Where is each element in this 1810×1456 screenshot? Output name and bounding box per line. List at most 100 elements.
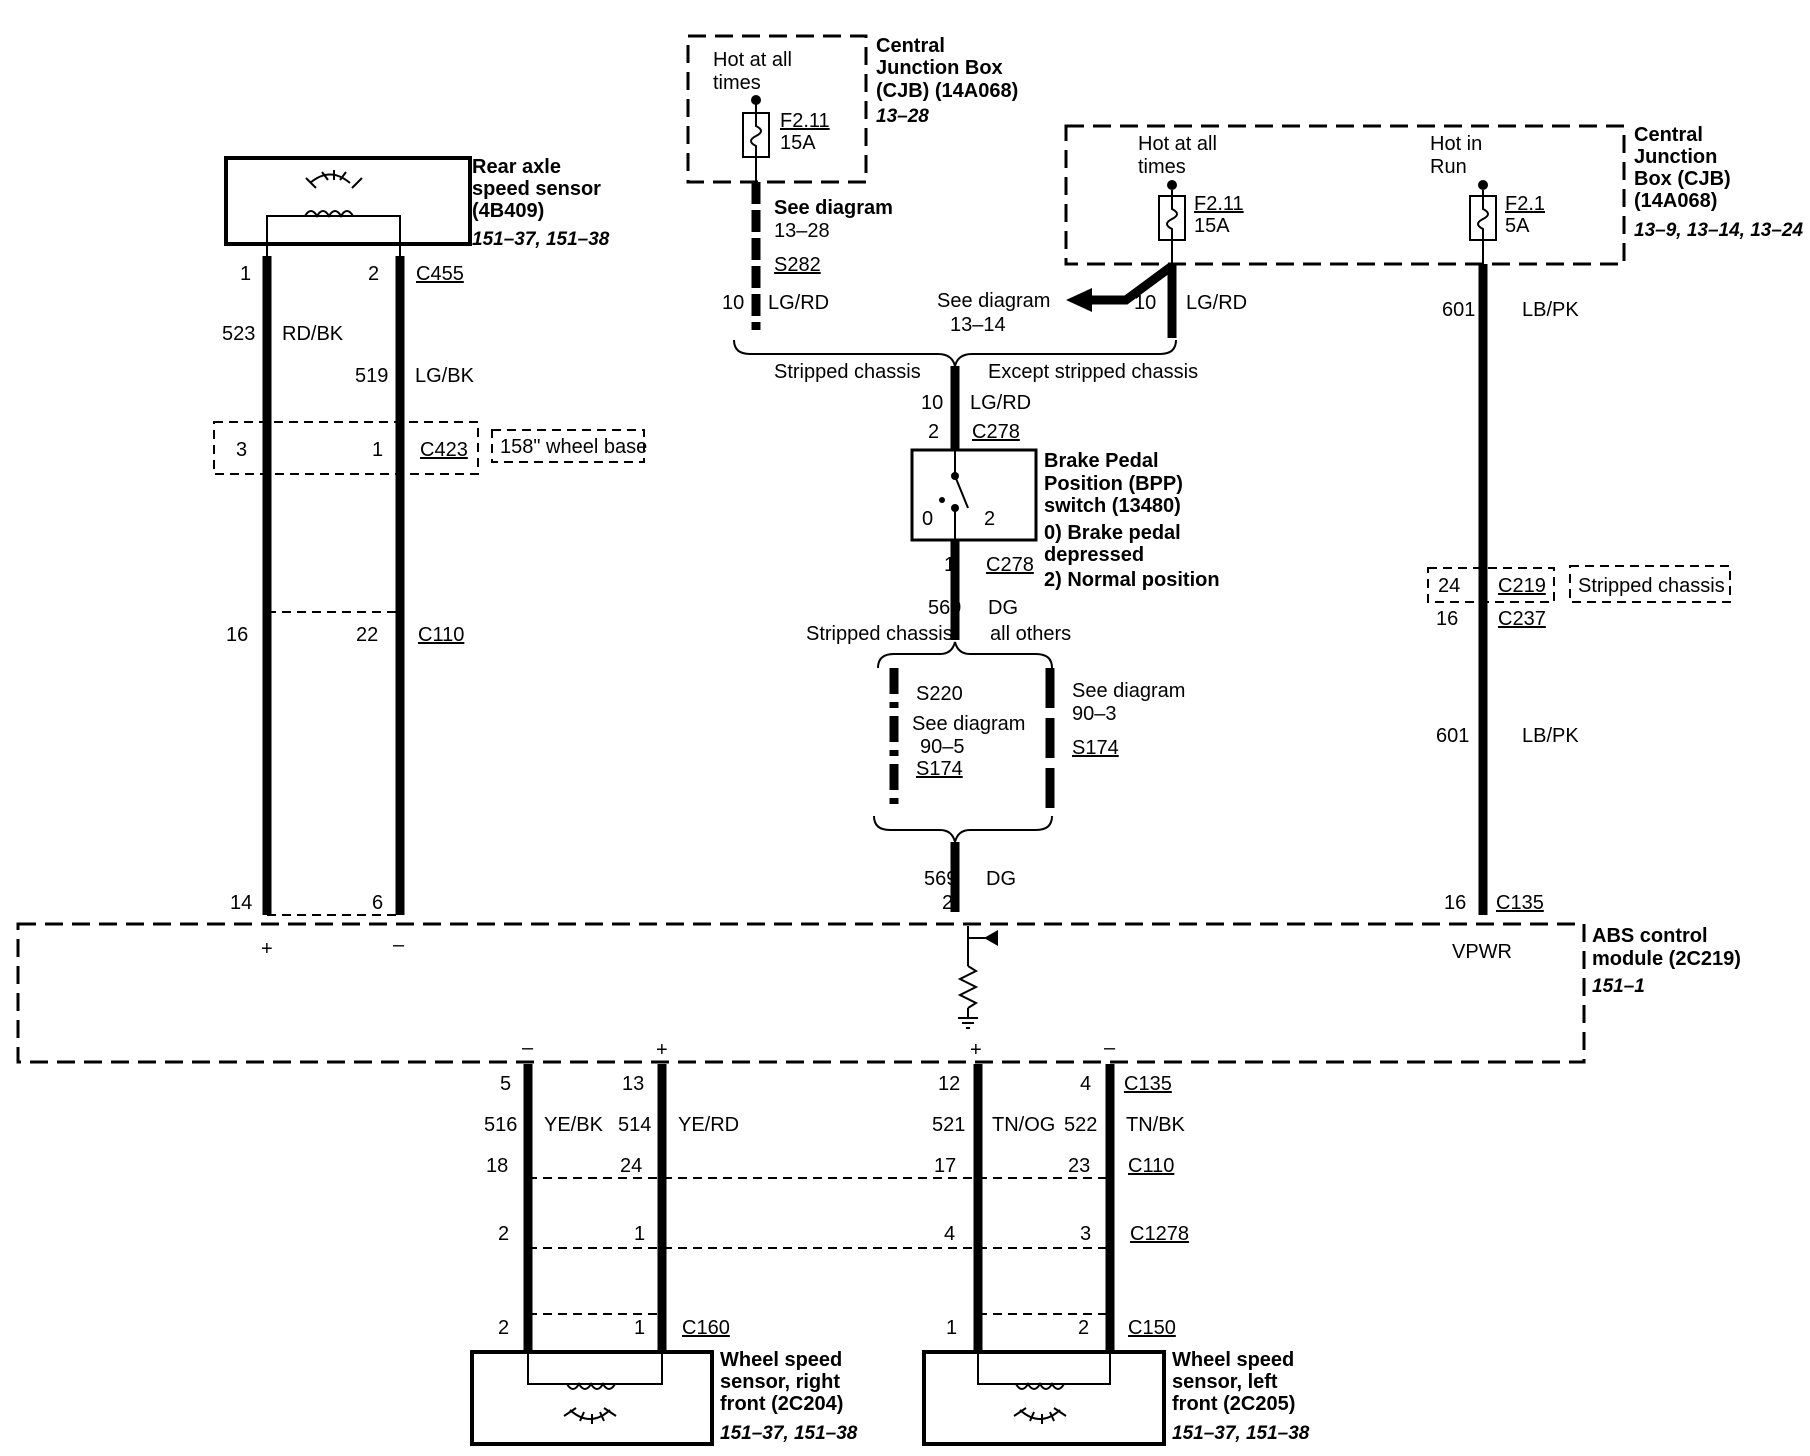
cjb-top-title-2: Junction Box	[876, 57, 1003, 79]
front-col514: YE/RD	[678, 1114, 739, 1136]
input-arrow-icon	[984, 930, 998, 946]
except-see-2: 13–14	[950, 314, 1006, 336]
rear-sensor-group: Rear axle speed sensor (4B409) 151–37, 1…	[213, 156, 647, 960]
rf-title-1: Wheel speed	[720, 1349, 842, 1371]
abs-rear-a: 14	[230, 892, 252, 914]
branch1-right: Except stripped chassis	[988, 361, 1198, 383]
splice-s282: S282	[774, 254, 821, 276]
abs-title-2: module (2C219)	[1592, 948, 1741, 970]
cjb-top-box	[686, 34, 868, 184]
rf-title-2: sensor, right	[720, 1371, 840, 1393]
cjb-top-group: Hot at all times Central Junction Box (C…	[686, 34, 1018, 330]
c423-connector-box	[213, 421, 479, 475]
branch2-see-right-1: See diagram	[1072, 680, 1185, 702]
rf-sensor-box	[470, 1350, 714, 1446]
cjb-right-title-3: Box (CJB)	[1634, 168, 1731, 190]
bpp-switch-group: 10 LG/RD 2 C278 0 2 Brake Pedal Position…	[910, 366, 1220, 640]
front-c160-a: 2	[498, 1317, 509, 1339]
stripped-chassis-box	[1569, 565, 1731, 603]
c423-pin-a: 3	[236, 439, 247, 461]
front-plus-2: +	[970, 1039, 982, 1061]
rear-pin1: 1	[240, 263, 251, 285]
rear-sensor-icon	[305, 170, 363, 189]
cjb-right-fuse1: F2.11	[1194, 193, 1244, 215]
bpp-out-circuit: 569	[928, 597, 961, 619]
abs-rear-b: 6	[372, 892, 383, 914]
bpp-title-3: switch (13480)	[1044, 495, 1181, 517]
c423-pin-b: 1	[372, 439, 383, 461]
front-c150-b: 2	[1078, 1317, 1089, 1339]
rear-sensor-title-1: Rear axle	[472, 156, 561, 178]
bpp-state-2: depressed	[1044, 544, 1144, 566]
branch2-pin: 2	[942, 892, 953, 914]
branch2-left: Stripped chassis	[806, 623, 953, 645]
rear-sensor-ref: 151–37, 151–38	[472, 229, 610, 250]
branch2-right: all others	[990, 623, 1071, 645]
front-p13: 13	[622, 1073, 644, 1095]
cjb-top-see-2: 13–28	[774, 220, 830, 242]
front-col516: YE/BK	[544, 1114, 604, 1136]
front-c160-b: 1	[634, 1317, 645, 1339]
rear-minus: –	[393, 934, 405, 956]
c110-rear-label: C110	[418, 624, 464, 646]
bpp-conn-top: C278	[972, 421, 1020, 443]
cjb-right-title-2: Junction	[1634, 146, 1717, 168]
front-c110-d: 23	[1068, 1155, 1090, 1177]
cjb-right-amps2: 5A	[1505, 215, 1530, 237]
cjb-top-see-1: See diagram	[774, 197, 893, 219]
rear-plus: +	[261, 938, 273, 960]
cjb-top-hot-1: Hot at all	[713, 49, 792, 71]
vpwr-label: VPWR	[1452, 941, 1512, 963]
lf-coil-icon	[1015, 1382, 1065, 1390]
cjb-top-fuse-label: F2.11	[780, 110, 830, 132]
except-color: LG/RD	[1186, 292, 1247, 314]
cjb-top-color: LG/RD	[768, 292, 829, 314]
bpp-color: LG/RD	[970, 392, 1031, 414]
vpwr-circuit: 601	[1442, 299, 1475, 321]
vpwr-color2: LB/PK	[1522, 725, 1579, 747]
wheelbase-label: 158" wheel base	[500, 436, 647, 458]
front-c160: C160	[682, 1317, 730, 1339]
front-c522: 522	[1064, 1114, 1097, 1136]
front-c1278-a: 2	[498, 1223, 509, 1245]
except-circuit: 10	[1134, 292, 1156, 314]
vpwr-circuit2: 601	[1436, 725, 1469, 747]
lf-title-3: front (2C205)	[1172, 1393, 1295, 1415]
c423-label: C423	[420, 439, 468, 461]
bpp-pos2: 2	[984, 508, 995, 530]
lf-sensor-icon	[1013, 1407, 1067, 1424]
rf-ref: 151–37, 151–38	[720, 1423, 858, 1444]
vpwr-color: LB/PK	[1522, 299, 1579, 321]
branch2-group: Stripped chassis all others S220 See dia…	[806, 623, 1185, 914]
branch1-left: Stripped chassis	[774, 361, 921, 383]
bpp-out-color: DG	[988, 597, 1018, 619]
front-c1278-d: 3	[1080, 1223, 1091, 1245]
cjb-right-group: Hot at all times Hot in Run Central Junc…	[1064, 124, 1803, 266]
vpwr-stripped: Stripped chassis	[1578, 575, 1725, 597]
vpwr-group: 601 LB/PK 24 C219 Stripped chassis 16 C2…	[1427, 264, 1731, 963]
lf-ref: 151–37, 151–38	[1172, 1423, 1310, 1444]
rear-col1: RD/BK	[282, 323, 344, 345]
cjb-top-amps-label: 15A	[780, 132, 816, 154]
front-p5: 5	[500, 1073, 511, 1095]
branch2-see-right-2: 90–3	[1072, 703, 1117, 725]
rf-coil-icon	[566, 1382, 616, 1390]
c219-label: C219	[1498, 575, 1546, 597]
rear-c2: 519	[355, 365, 388, 387]
rear-conn-c455: C455	[416, 263, 464, 285]
front-c135: C135	[1124, 1073, 1172, 1095]
front-minus-1: –	[522, 1037, 534, 1059]
front-col522: TN/BK	[1126, 1114, 1186, 1136]
except-stripped-branch: See diagram 13–14 10 LG/RD	[937, 262, 1247, 338]
abs-title-1: ABS control	[1592, 925, 1708, 947]
branch2-circuit: 569	[924, 868, 957, 890]
front-c1278-b: 1	[634, 1223, 645, 1245]
wheelbase-box	[491, 429, 645, 463]
c219-pin: 24	[1438, 575, 1460, 597]
cjb-right-title-4: (14A068)	[1634, 190, 1717, 212]
cjb-right-hot1-2: times	[1138, 156, 1186, 178]
rf-title-3: front (2C204)	[720, 1393, 843, 1415]
front-col521: TN/OG	[992, 1114, 1055, 1136]
front-c1278: C1278	[1130, 1223, 1189, 1245]
